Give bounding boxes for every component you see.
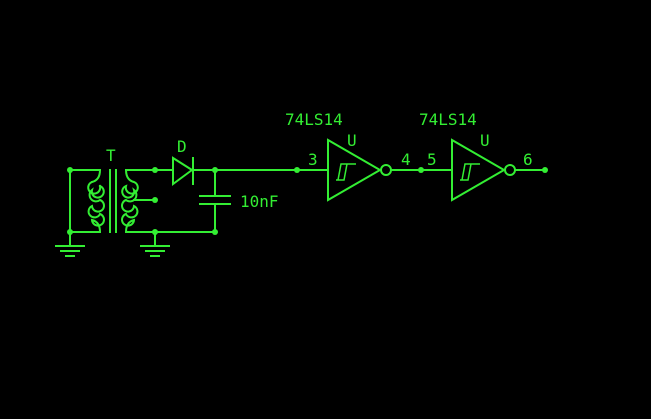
ground-icon (140, 231, 170, 257)
ground-icon (55, 239, 85, 257)
junction-dot (67, 229, 73, 235)
junction-dot (212, 229, 218, 235)
junction-dot (152, 197, 158, 203)
transformer-icon (69, 168, 156, 241)
gate2-pin-in-label: 5 (427, 150, 437, 169)
junction-dot (294, 167, 300, 173)
transformer-ref-label: T (106, 146, 116, 165)
capacitor-value-label: 10nF (240, 192, 279, 211)
gate2-pin-out-label: 6 (523, 150, 533, 169)
junction-dot (418, 167, 424, 173)
gate1-part-label: 74LS14 (285, 110, 343, 129)
output-terminal-dot (542, 167, 548, 173)
gate1-pin-in-label: 3 (308, 150, 318, 169)
capacitor-icon (199, 169, 231, 233)
gate1-ref-label: U (347, 131, 357, 150)
diode-ref-label: D (177, 137, 187, 156)
junction-dot (67, 167, 73, 173)
diode-icon (172, 156, 194, 186)
gate1-pin-out-label: 4 (401, 150, 411, 169)
gate2-part-label: 74LS14 (419, 110, 477, 129)
gate2-ref-label: U (480, 131, 490, 150)
schmitt-inverter-icon (327, 138, 392, 202)
